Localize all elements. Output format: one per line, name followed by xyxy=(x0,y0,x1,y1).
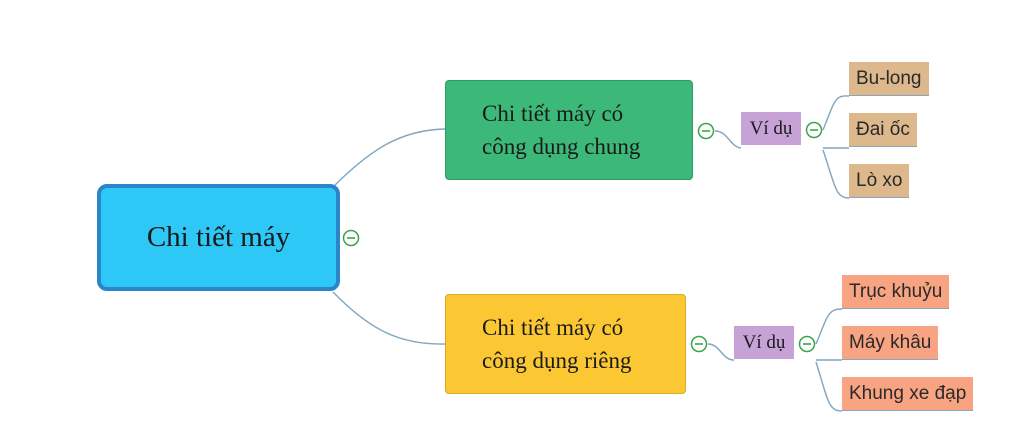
collapse-minus-icon[interactable] xyxy=(690,335,708,353)
connector-example1-leaf1 xyxy=(822,95,850,131)
connector-branch1-example xyxy=(714,130,742,149)
connector-example2-leaf4 xyxy=(815,308,843,345)
leaf-label: Trục khuỷu xyxy=(849,280,943,302)
branch-label-line2: công dụng riêng xyxy=(482,348,632,373)
collapse-minus-icon[interactable] xyxy=(697,122,715,140)
branch-node-general-use[interactable]: Chi tiết máy có công dụng chung xyxy=(445,80,693,180)
leaf-node-may-khau[interactable]: Máy khâu xyxy=(842,326,939,360)
example-node-general[interactable]: Ví dụ xyxy=(741,112,801,145)
leaf-label: Khung xe đạp xyxy=(849,382,967,404)
connector-example2-leaf6 xyxy=(815,361,843,412)
connector-root-branch1 xyxy=(332,128,446,188)
collapse-minus-icon[interactable] xyxy=(805,121,823,139)
root-label: Chi tiết máy xyxy=(146,221,291,253)
leaf-node-lo-xo[interactable]: Lò xo xyxy=(849,164,910,198)
leaf-label: Bu-long xyxy=(856,67,922,89)
leaf-node-khung-xe-dap[interactable]: Khung xe đạp xyxy=(842,377,974,411)
leaf-label: Máy khâu xyxy=(849,331,932,353)
example-label: Ví dụ xyxy=(742,331,786,353)
leaf-label: Đai ốc xyxy=(856,118,910,140)
example-label: Ví dụ xyxy=(749,117,793,139)
collapse-minus-icon[interactable] xyxy=(342,229,360,247)
example-node-specific[interactable]: Ví dụ xyxy=(734,326,794,359)
leaf-node-dai-oc[interactable]: Đai ốc xyxy=(849,113,917,147)
branch-label-line1: Chi tiết máy có xyxy=(482,101,624,126)
leaf-label: Lò xo xyxy=(856,169,903,191)
connector-branch2-example xyxy=(707,343,735,361)
branch-label-line1: Chi tiết máy có xyxy=(482,315,624,340)
root-node[interactable]: Chi tiết máy xyxy=(97,184,340,291)
branch-label-line2: công dụng chung xyxy=(482,134,641,159)
connector-example1-leaf3 xyxy=(822,149,850,199)
branch-node-specific-use[interactable]: Chi tiết máy có công dụng riêng xyxy=(445,294,686,394)
leaf-node-truc-khuyu[interactable]: Trục khuỷu xyxy=(842,275,950,309)
connector-root-branch2 xyxy=(332,291,446,345)
collapse-minus-icon[interactable] xyxy=(798,335,816,353)
leaf-node-bu-long[interactable]: Bu-long xyxy=(849,62,929,96)
